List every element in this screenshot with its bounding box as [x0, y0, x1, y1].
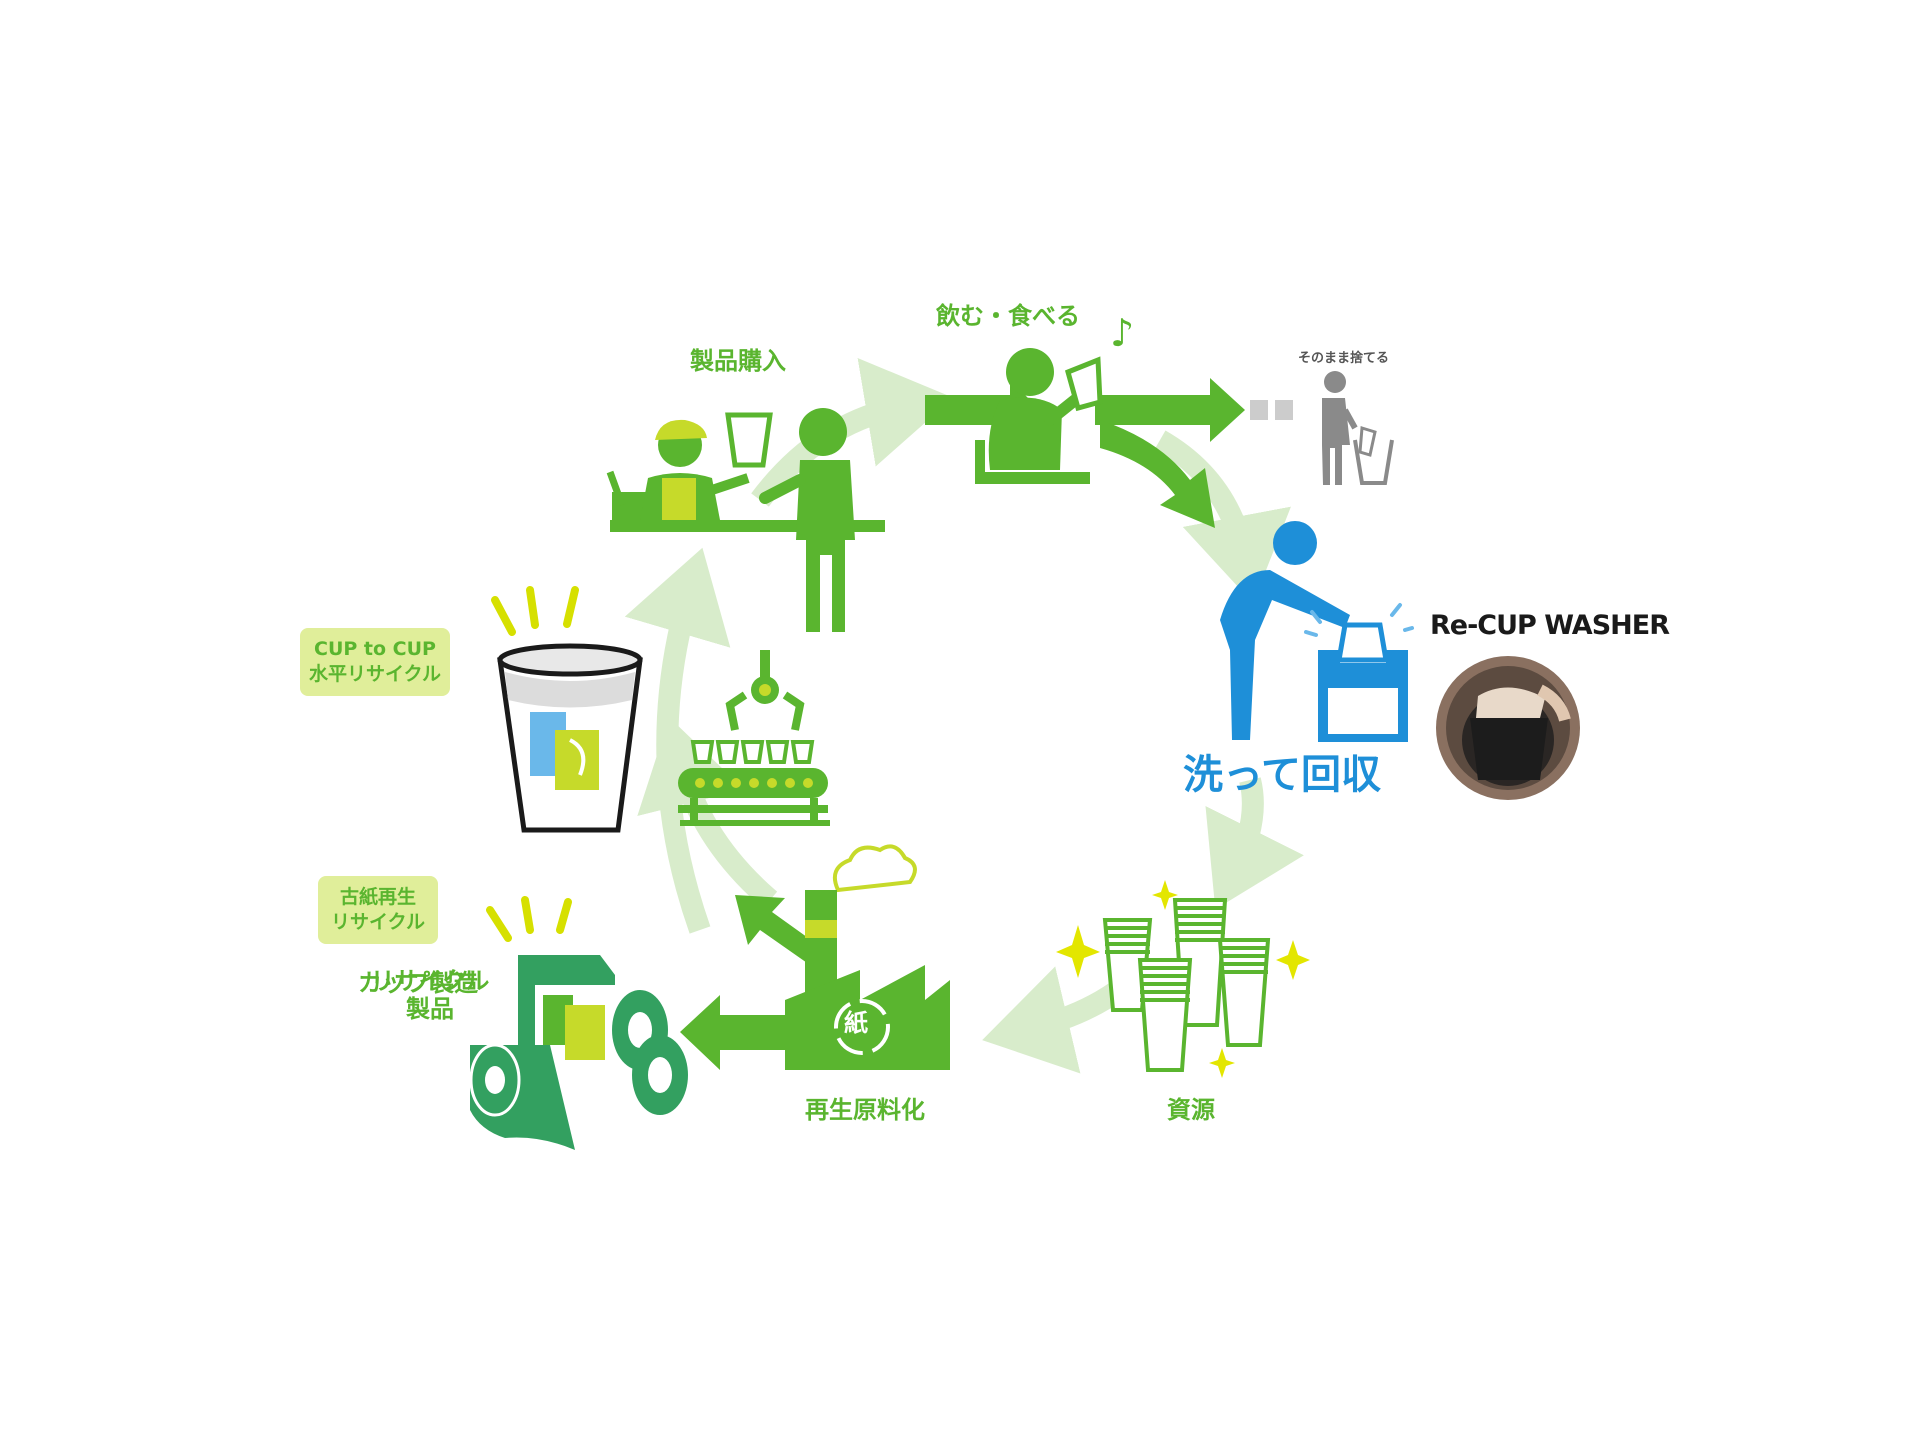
products-shine — [486, 896, 572, 942]
drinker-head — [1006, 348, 1054, 396]
label-discard: そのまま捨てる — [1298, 351, 1390, 366]
label-recup-washer: Re-CUP WASHER — [1430, 610, 1670, 641]
purchase-scene — [606, 408, 885, 632]
badge-cup-to-cup-line1: CUP to CUP — [314, 638, 436, 661]
clerk-cap — [655, 419, 707, 440]
arrow-to-discard — [1095, 378, 1245, 442]
factory — [785, 844, 950, 1070]
label-recycle-material: 再生原料化 — [805, 1096, 925, 1124]
label-resource: 資源 — [1167, 1096, 1215, 1124]
badge-cup-to-cup: CUP to CUP 水平リサイクル — [300, 628, 450, 696]
resource-cups — [1102, 898, 1271, 1072]
label-purchase: 製品購入 — [690, 347, 786, 375]
factory-smoke — [833, 844, 917, 893]
cup-shine — [491, 586, 579, 636]
cup-stack — [1217, 938, 1271, 1047]
paper-char: 紙 — [844, 1009, 868, 1037]
cycle-arrow-wash-to-resource — [1205, 777, 1304, 910]
washer-person-body — [1220, 570, 1350, 740]
sparkle-icon — [1276, 940, 1310, 980]
music-note-icon: ♪ — [1110, 311, 1135, 355]
arrow-up-from-factory — [735, 895, 825, 965]
customer-body — [796, 460, 855, 632]
clerk-apron — [662, 478, 696, 520]
arrow-to-wash — [1100, 420, 1215, 528]
sparkle-icon — [1056, 925, 1100, 978]
wash-scene — [1220, 521, 1414, 742]
recycle-products-icon — [469, 896, 688, 1150]
cup-icon-wash — [1336, 622, 1389, 663]
badge-cup-to-cup-line2: 水平リサイクル — [308, 663, 442, 685]
cup-icon-drink — [1064, 356, 1103, 412]
sparkle-icon — [1152, 880, 1178, 910]
conveyor — [678, 650, 830, 826]
drink-scene — [975, 348, 1103, 484]
label-recycle-products: リサイクル 製品 — [360, 967, 500, 1023]
discard-scene — [1250, 371, 1394, 485]
label-drink-eat: 飲む・食べる — [936, 302, 1080, 330]
recycled-paper-cup — [491, 586, 643, 833]
sparkle-icons — [1056, 880, 1310, 1078]
paper-recycle-symbol — [834, 999, 890, 1055]
label-recycle-products-line2: 製品 — [406, 994, 454, 1023]
robot-claw — [725, 691, 805, 731]
washer-photo — [1436, 656, 1580, 800]
customer-head — [799, 408, 847, 456]
drink-table — [975, 472, 1090, 484]
washer-person-head — [1273, 521, 1317, 565]
trash-bin — [1353, 439, 1394, 485]
sparkle-icon — [1209, 1048, 1235, 1078]
cycle-arrows — [624, 358, 1304, 1074]
arrow-to-recycle-products — [680, 995, 800, 1070]
badge-paper-recycle-line2: リサイクル — [330, 911, 426, 933]
cup-stack — [1137, 958, 1193, 1072]
label-cup-manufacture: カップ製造 — [358, 969, 478, 997]
label-wash-collect: 洗って回収 — [1183, 752, 1381, 798]
cycle-arrow-drink-to-wash — [1154, 430, 1291, 604]
drinker-body — [988, 397, 1062, 470]
badge-paper-recycle-line1: 古紙再生 — [339, 886, 416, 909]
label-recycle-products-line1: リサイクル — [370, 967, 490, 995]
discarder-head — [1324, 371, 1346, 393]
main-green-arrows — [680, 378, 1245, 1070]
cup-icon-purchase — [725, 412, 773, 468]
factory-building — [785, 965, 950, 1070]
badge-paper-recycle: 古紙再生 リサイクル — [318, 876, 438, 944]
